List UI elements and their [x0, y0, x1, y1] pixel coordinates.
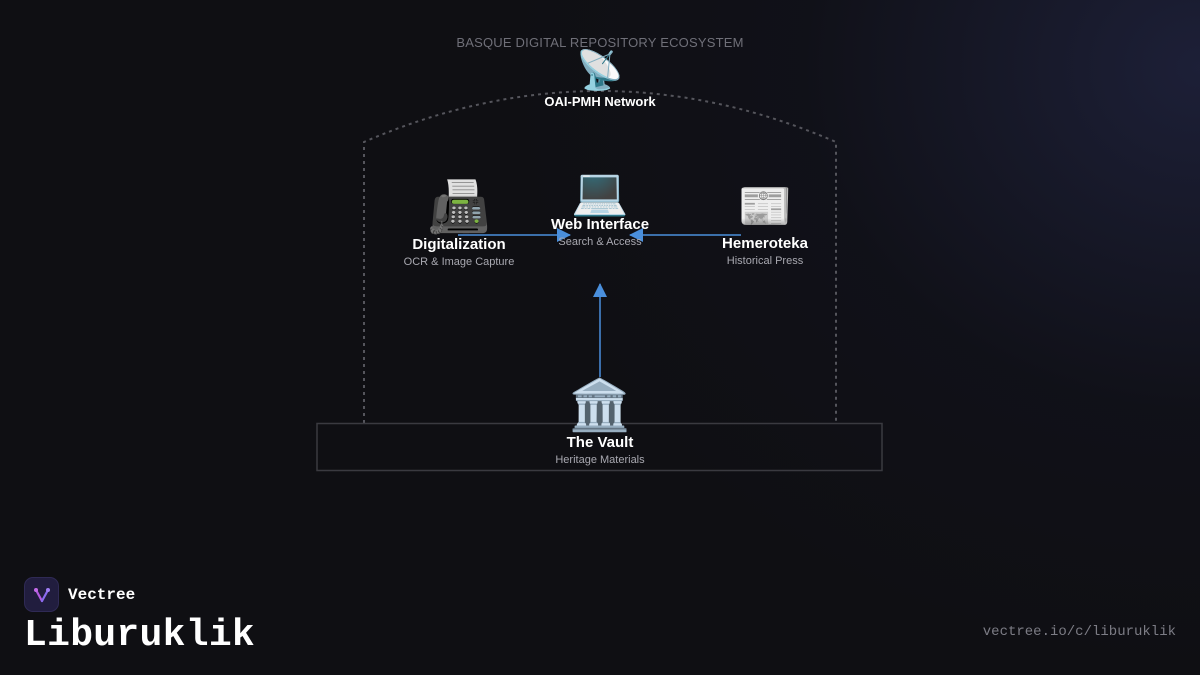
brand-name: Vectree: [68, 585, 136, 604]
node-hemeroteka: 📰 Hemeroteka Historical Press: [722, 182, 808, 268]
classical-building-icon: 🏛️: [568, 377, 632, 433]
node-oai-pmh-network: 📡 OAI-PMH Network: [544, 52, 655, 109]
node-label: The Vault: [566, 434, 634, 451]
node-digitalization: 📠 Digitalization OCR & Image Capture: [404, 182, 515, 268]
page-title: Liburuklik: [24, 614, 256, 657]
brand-block: Vectree Liburuklik: [24, 577, 255, 657]
diagram-title: BASQUE DIGITAL REPOSITORY ECOSYSTEM: [456, 35, 744, 50]
node-the-vault: 🏛️ The Vault Heritage Materials: [555, 380, 644, 466]
node-label: Digitalization: [412, 236, 506, 253]
newspaper-icon: 📰: [737, 182, 793, 231]
source-url[interactable]: vectree.io/c/liburuklik: [982, 624, 1176, 640]
satellite-antenna-icon: 📡: [576, 50, 624, 92]
laptop-icon: 💻: [571, 165, 629, 217]
node-sublabel: Search & Access: [558, 236, 642, 248]
node-label: OAI-PMH Network: [544, 94, 656, 109]
node-web-interface: 💻 Web Interface Search & Access: [551, 168, 649, 248]
node-label: Hemeroteka: [722, 235, 808, 252]
vectree-logo-icon: [24, 577, 59, 612]
vault-foundation-box: [316, 422, 883, 472]
node-sublabel: Heritage Materials: [555, 454, 645, 466]
node-label: Web Interface: [550, 216, 650, 233]
node-sublabel: Historical Press: [726, 255, 804, 267]
fax-machine-icon: 📠: [427, 179, 491, 235]
node-sublabel: OCR & Image Capture: [403, 256, 515, 268]
